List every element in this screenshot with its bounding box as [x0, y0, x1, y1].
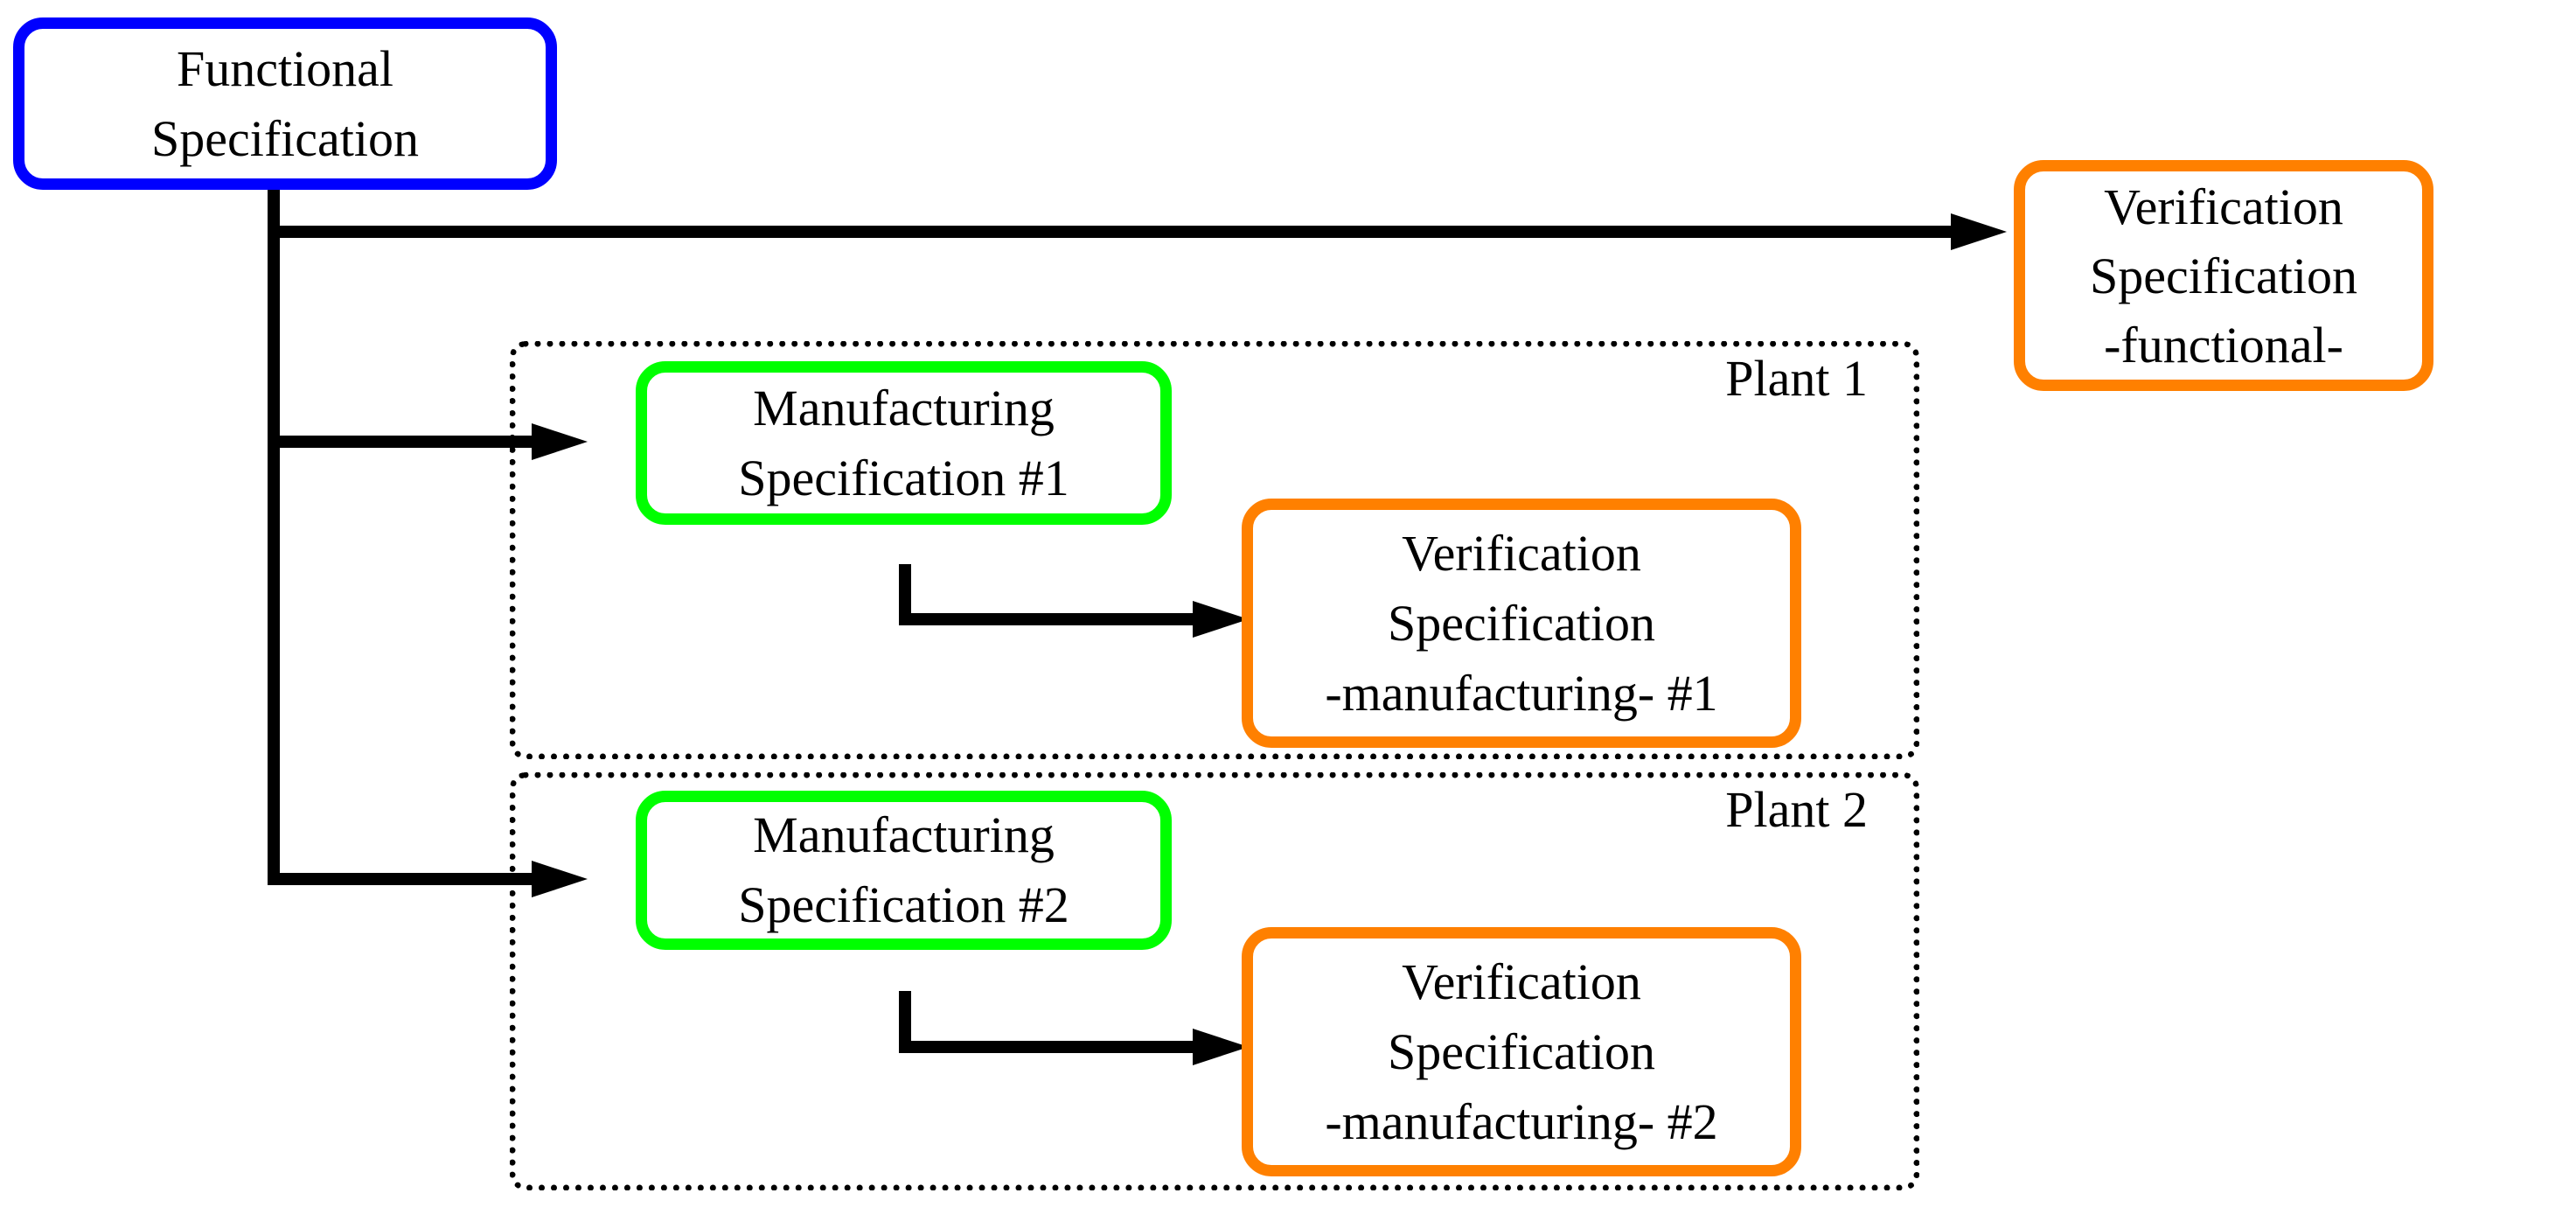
connector-manufacturing-2-elbow-horizontal	[899, 1041, 1193, 1053]
connector-to-manufacturing-2	[268, 873, 532, 885]
node-label-line: Specification	[1387, 594, 1655, 652]
arrowhead-manufacturing-2	[532, 861, 588, 897]
node-manufacturing-specification-1: Manufacturing Specification #1	[636, 361, 1172, 525]
node-manufacturing-specification-2: Manufacturing Specification #2	[636, 791, 1172, 950]
connector-manufacturing-1-elbow-vertical	[899, 564, 911, 625]
node-label-line: Specification	[150, 109, 419, 167]
node-label-line: -functional-	[2104, 316, 2343, 373]
node-label-line: Verification	[1402, 524, 1641, 582]
arrowhead-verification-manufacturing-1	[1193, 601, 1249, 638]
arrowhead-verification-functional	[1951, 213, 2007, 250]
connector-manufacturing-1-elbow-horizontal	[899, 613, 1193, 625]
group-plant-2-label: Plant 2	[1725, 781, 1868, 838]
connector-functional-to-verification	[268, 226, 1951, 238]
node-label-line: Specification	[2089, 247, 2357, 304]
node-label-line: Functional	[176, 39, 394, 97]
node-verification-specification-manufacturing-2: Verification Specification -manufacturin…	[1242, 927, 1801, 1176]
group-plant-1: Plant 1	[510, 341, 1919, 759]
node-label-line: -manufacturing- #1	[1325, 664, 1718, 722]
node-verification-specification-manufacturing-1: Verification Specification -manufacturin…	[1242, 499, 1801, 748]
arrowhead-verification-manufacturing-2	[1193, 1029, 1249, 1065]
node-label-line: Manufacturing	[753, 806, 1055, 863]
arrowhead-manufacturing-1	[532, 423, 588, 460]
node-label-line: Verification	[1402, 952, 1641, 1010]
node-label-line: Verification	[2104, 178, 2343, 235]
group-plant-2: Plant 2	[510, 772, 1919, 1190]
node-verification-specification-functional: Verification Specification -functional-	[2014, 160, 2433, 391]
node-label-line: Manufacturing	[753, 379, 1055, 436]
connector-to-manufacturing-1	[268, 436, 532, 448]
connector-manufacturing-2-elbow-vertical	[899, 991, 911, 1053]
node-functional-specification: Functional Specification	[13, 17, 557, 190]
node-label-line: Specification	[1387, 1022, 1655, 1080]
connector-trunk	[268, 190, 280, 885]
node-label-line: -manufacturing- #2	[1325, 1092, 1718, 1150]
node-label-line: Specification #1	[738, 449, 1069, 506]
node-label-line: Specification #2	[738, 876, 1069, 933]
group-plant-1-label: Plant 1	[1725, 350, 1868, 407]
